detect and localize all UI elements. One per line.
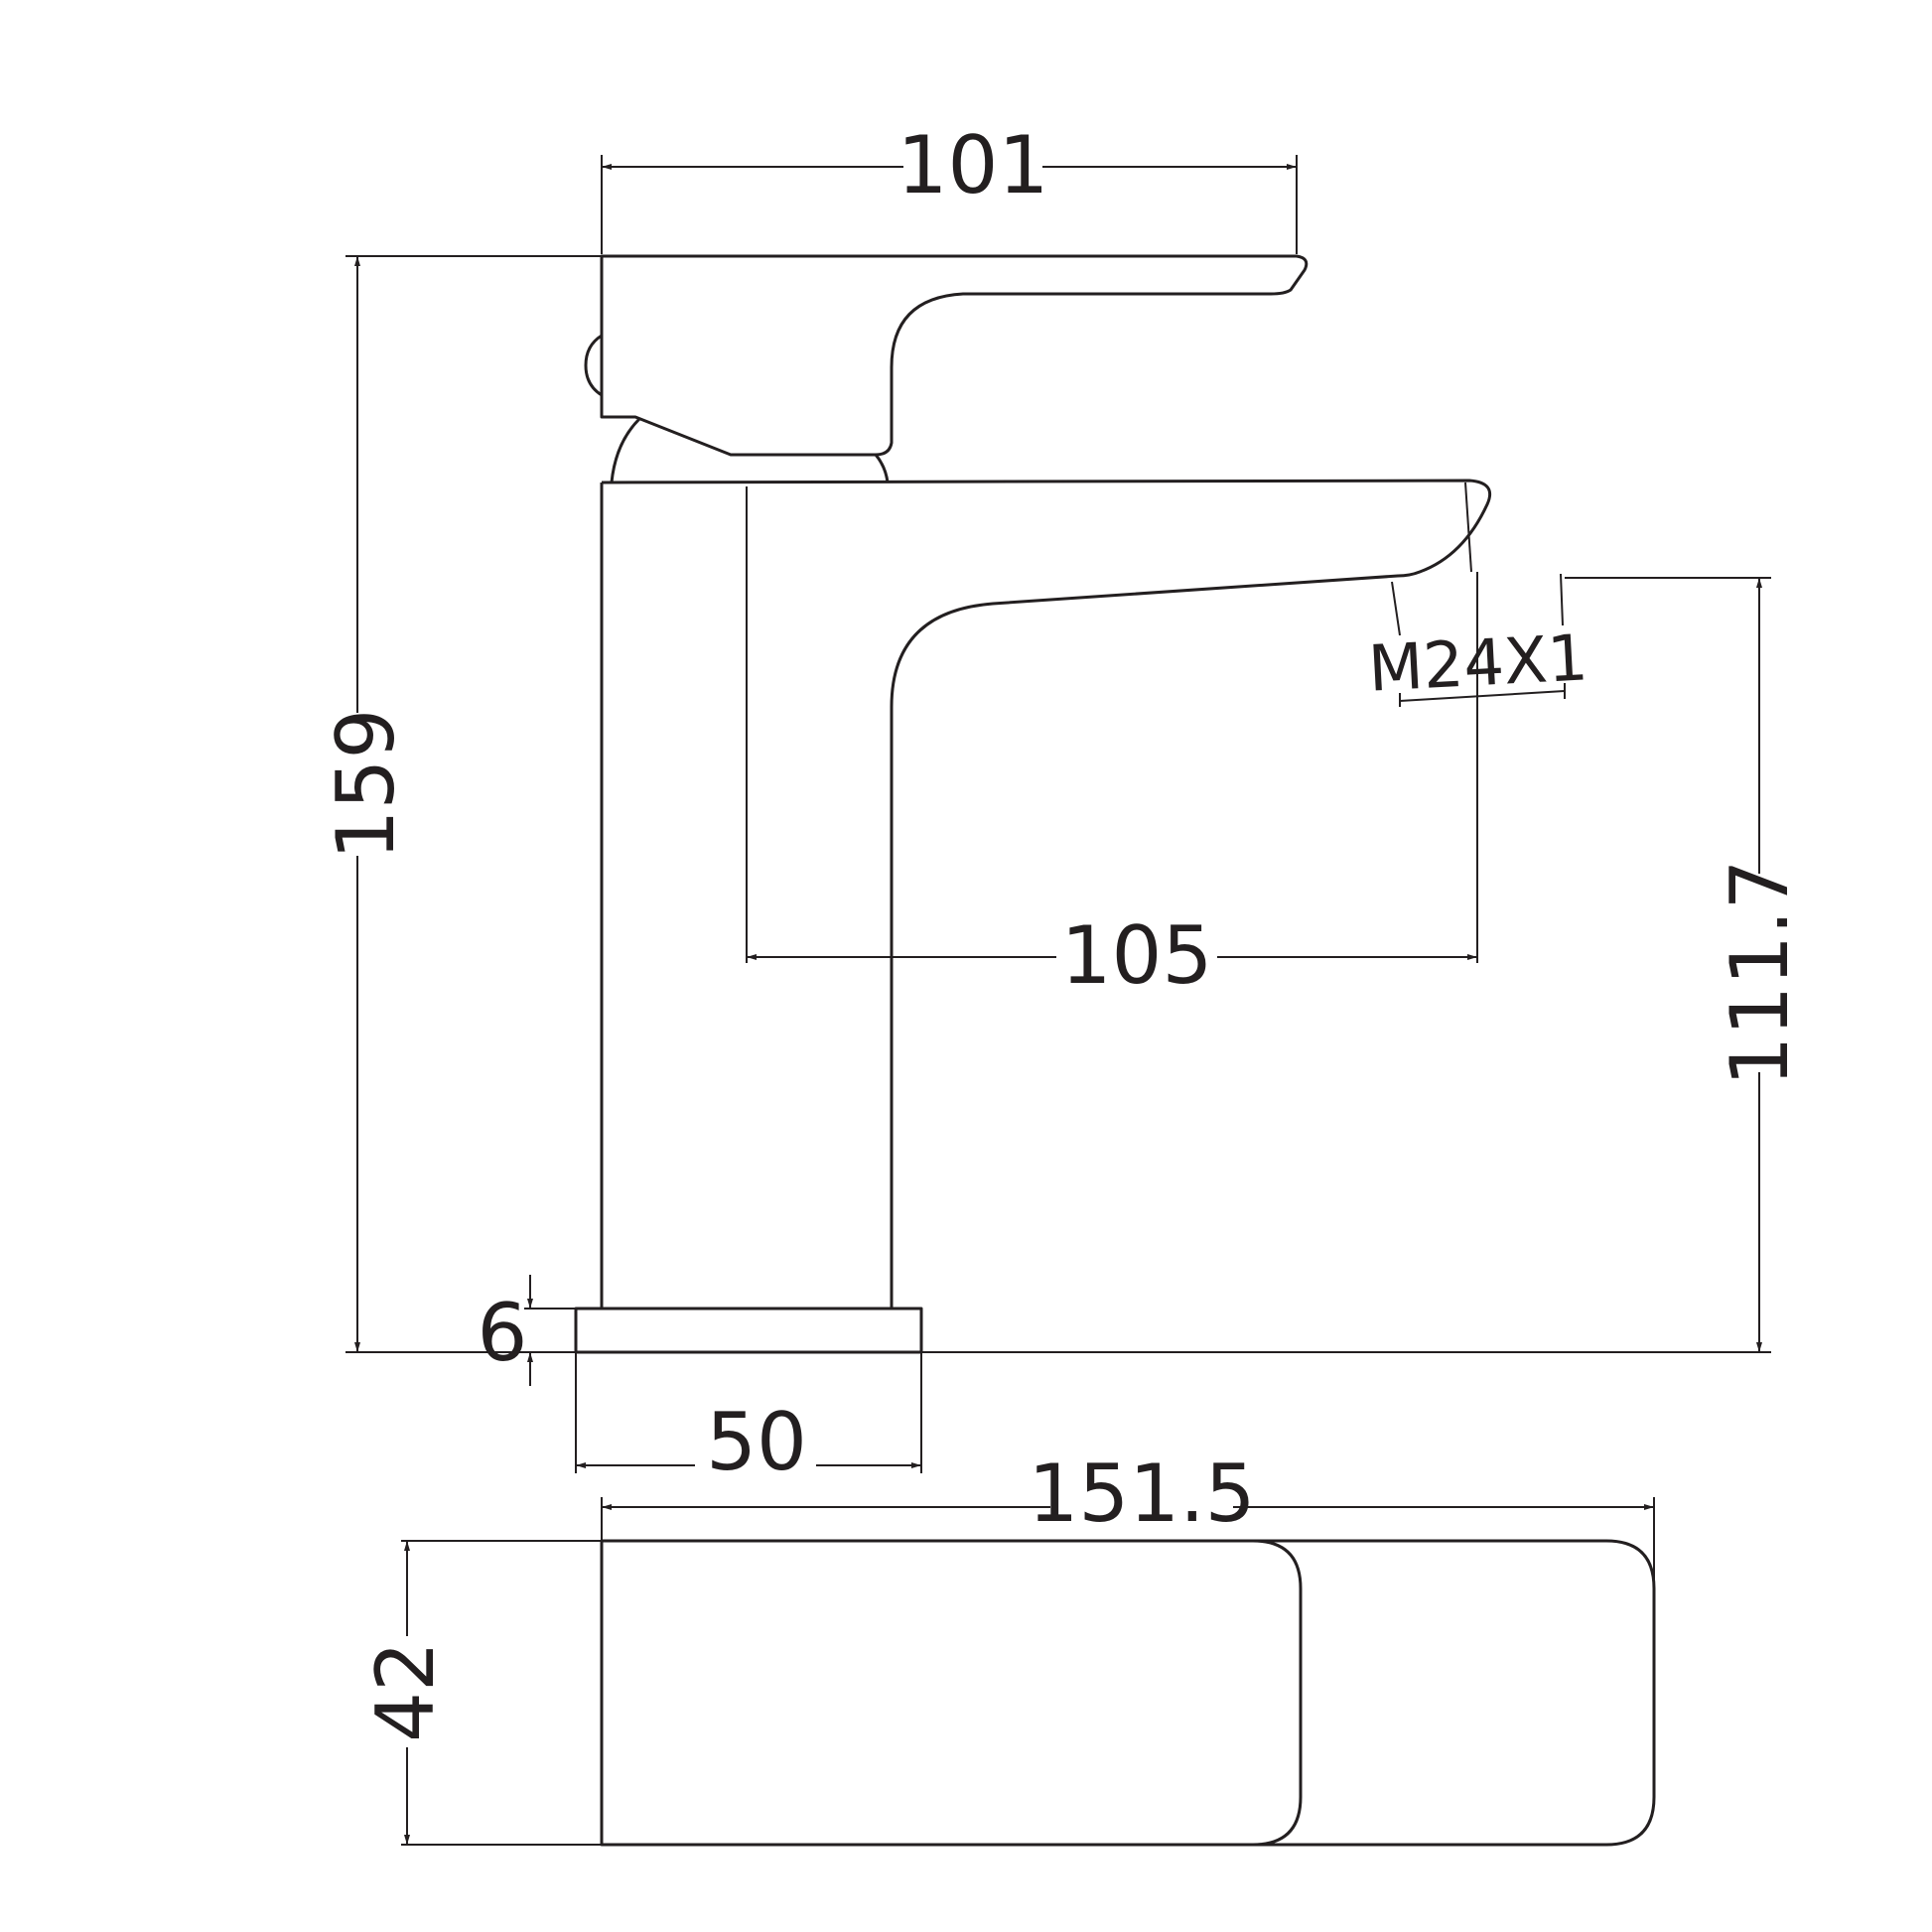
side-view: [574, 254, 1492, 1354]
top-view: [600, 1539, 1656, 1847]
dimension-base-diameter: 50: [575, 1352, 922, 1488]
tap-body-outline: [601, 479, 1492, 1309]
total-length-label: 151.5: [1028, 1448, 1255, 1540]
outlet-height-label: 111.7: [1714, 859, 1806, 1086]
top-view-spout-outline: [1252, 1539, 1303, 1847]
dimension-body-width: 42: [359, 1540, 602, 1846]
dimension-handle-width: 101: [601, 119, 1298, 254]
thread-callout: M24X1: [1367, 573, 1590, 707]
top-view-outline: [600, 1539, 1656, 1847]
thread-size-label: M24X1: [1367, 621, 1590, 706]
body-width-label: 42: [359, 1641, 452, 1742]
spout-reach-label: 105: [1061, 909, 1213, 1002]
spout-inner-line: [1464, 482, 1472, 573]
dimension-outlet-height: 111.7: [921, 577, 1806, 1353]
handle-neck-outline: [610, 417, 641, 483]
handle-neck-right: [874, 454, 890, 483]
dimension-total-length: 151.5: [601, 1448, 1655, 1588]
lever-handle-outline: [600, 254, 1309, 457]
dimension-total-height: 159: [320, 255, 602, 1353]
dimension-base-thickness: 6: [478, 1275, 655, 1386]
total-height-label: 159: [320, 709, 412, 861]
base-plate-outline: [574, 1307, 923, 1354]
dimension-spout-reach: 105: [746, 486, 1478, 1002]
handle-knob-outline: [584, 334, 603, 397]
base-diameter-label: 50: [706, 1396, 807, 1488]
base-thickness-label: 6: [478, 1287, 528, 1379]
handle-width-label: 101: [897, 119, 1049, 211]
